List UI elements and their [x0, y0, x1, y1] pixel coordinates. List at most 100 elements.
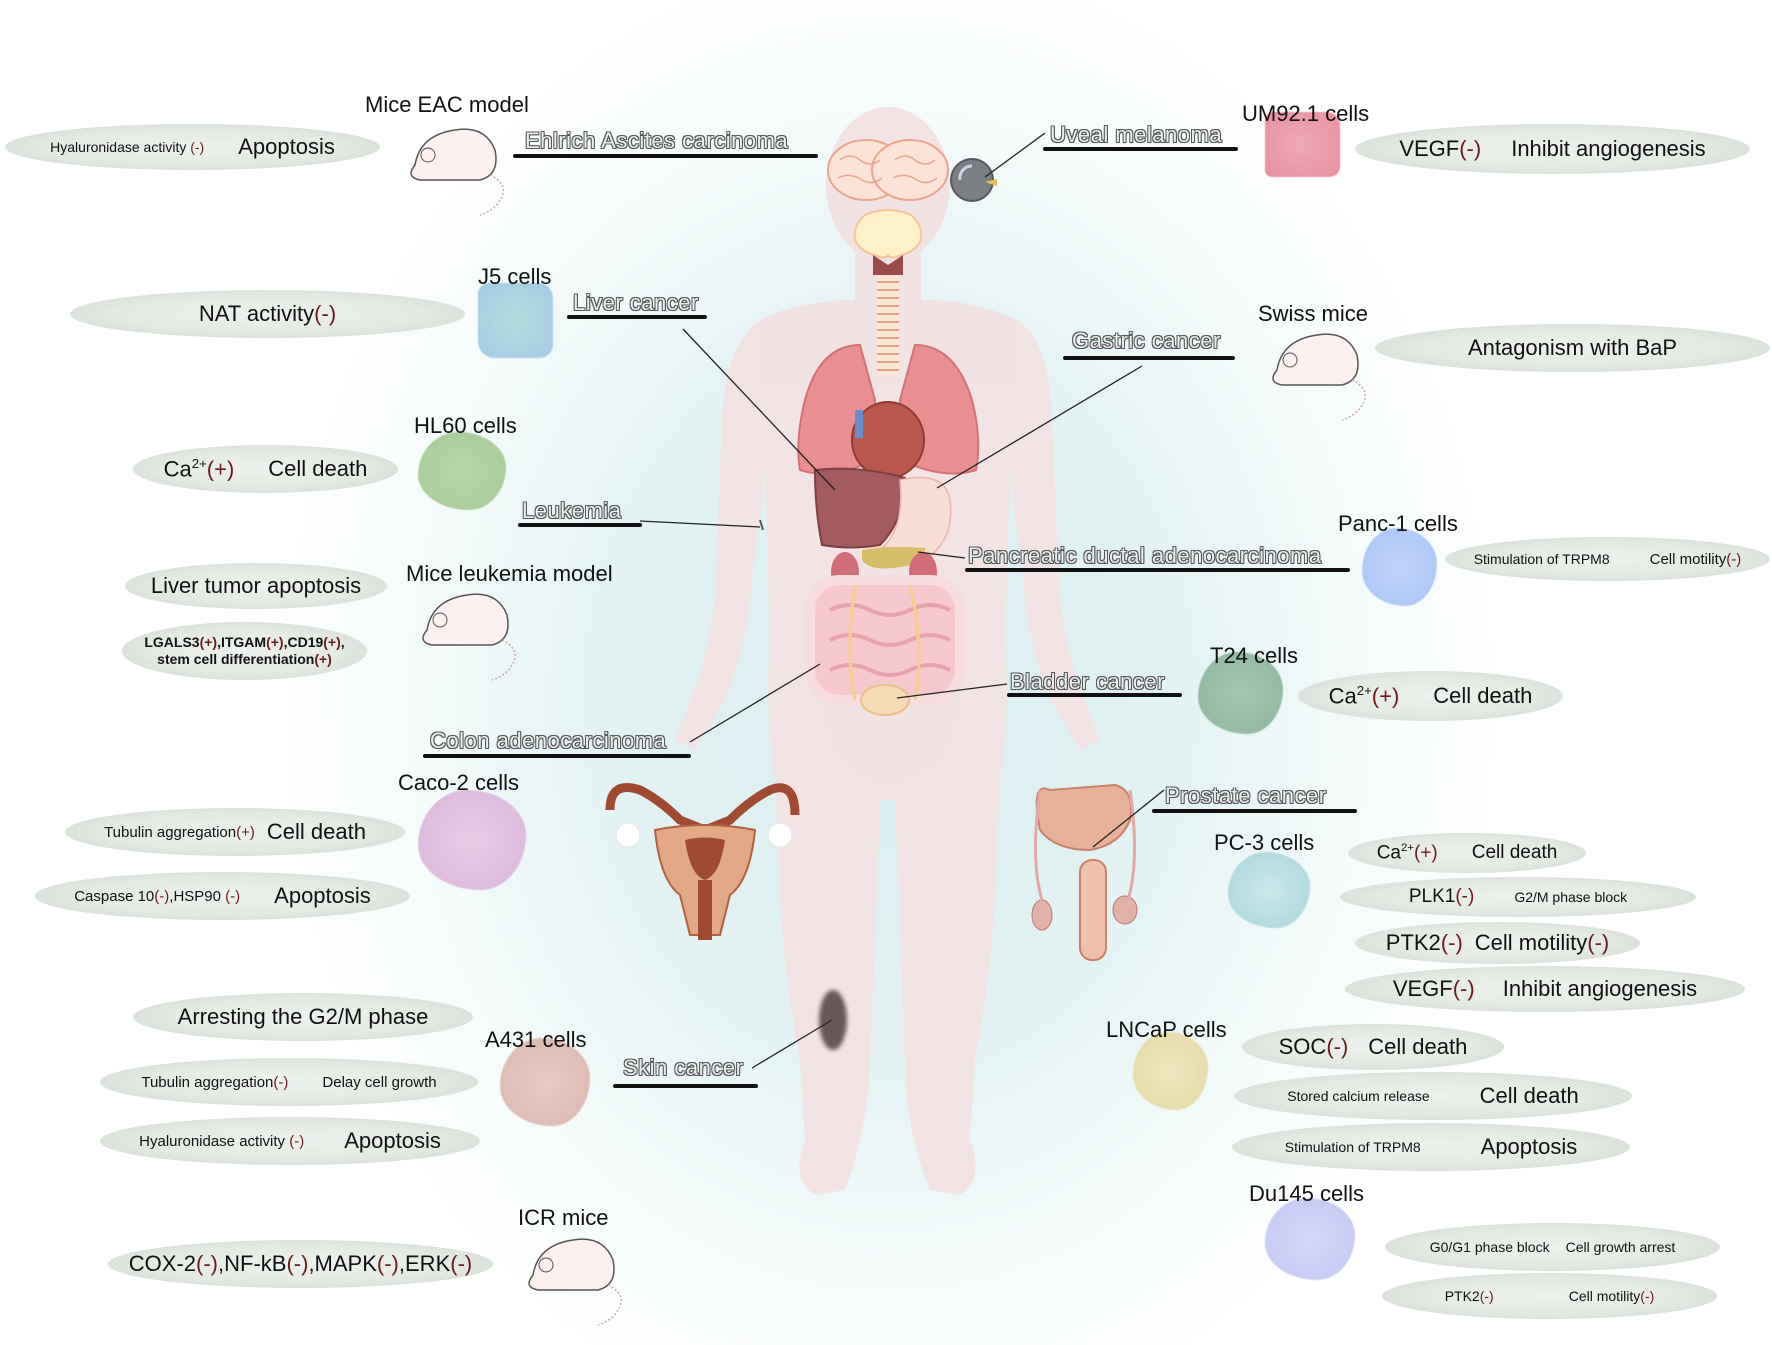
model-label-hl60: HL60 cells — [414, 413, 517, 438]
mouse-icon-icr — [528, 1238, 623, 1326]
thyroid-icon — [853, 209, 923, 259]
effect-pc3-1: Ca2+(+) Cell death — [1348, 833, 1586, 873]
effect-swiss: Antagonism with BaP — [1375, 324, 1770, 372]
cancer-label-colon: Colon adenocarcinoma — [430, 728, 667, 753]
underline-skin — [613, 1084, 758, 1088]
effect-t24: Ca2+(+) Cell death — [1298, 671, 1563, 721]
effect-text: Ca — [1376, 842, 1401, 864]
effect-outcome: Inhibit angiogenesis — [1502, 976, 1698, 1001]
uterus-icon — [605, 783, 800, 940]
underline-liver — [567, 315, 707, 319]
activate-marker: (+) — [323, 633, 341, 650]
underline-bladder — [1007, 693, 1182, 697]
effect-um92: VEGF(-) Inhibit angiogenesis — [1355, 124, 1750, 174]
cancer-label-prostate: Prostate cancer — [1165, 783, 1327, 808]
brain-icon — [827, 139, 949, 201]
effect-text: Ca — [163, 456, 192, 482]
effect-outcome: Apoptosis — [344, 1128, 441, 1153]
cell-um92 — [1265, 112, 1340, 177]
effect-outcome: Cell death — [1471, 842, 1558, 863]
cell-a431 — [500, 1038, 590, 1126]
effect-text: Stimulation of TRPM8 — [1473, 551, 1610, 567]
effect-a431-2: Tubulin aggregation(-) Delay cell growth — [100, 1058, 478, 1106]
effect-text: SOC — [1278, 1034, 1327, 1059]
effect-text: G0/G1 phase block — [1429, 1239, 1550, 1255]
model-label-j5: J5 cells — [478, 264, 552, 289]
model-label-um92: UM92.1 cells — [1242, 101, 1370, 126]
bladder-icon — [860, 684, 910, 716]
model-label-caco2: Caco-2 cells — [398, 770, 520, 795]
model-label-mice-eac: Mice EAC model — [365, 92, 529, 117]
gene-lgals3: LGALS3 — [144, 633, 200, 650]
superscript: 2+ — [1356, 682, 1372, 698]
gene-nfkb: ,NF-kB — [218, 1251, 287, 1276]
inhibit-marker: (-) — [450, 1251, 473, 1276]
effect-lncap-2: Stored calcium release Cell death — [1234, 1072, 1632, 1120]
effect-outcome: Apoptosis — [1480, 1134, 1578, 1159]
effect-text: VEGF — [1399, 136, 1460, 161]
cancer-label-leukemia: Leukemia — [522, 498, 622, 523]
effect-caco2-2: Caspase 10(-),HSP90 (-) Apoptosis — [35, 872, 410, 920]
effect-leukemia-2: LGALS3(+),ITGAM(+),CD19(+), stem cell di… — [122, 622, 367, 680]
effect-outcome: Cell motility — [1474, 930, 1588, 955]
gene-cd19: ,CD19 — [283, 633, 324, 650]
model-label-swiss: Swiss mice — [1258, 301, 1369, 326]
effect-outcome: Cell death — [266, 819, 366, 844]
inhibit-marker: (-) — [1459, 136, 1482, 161]
cell-lncap — [1133, 1032, 1208, 1110]
effect-outcome: Antagonism with BaP — [1467, 335, 1678, 360]
cancer-label-pancreatic: Pancreatic ductal adenocarcinoma — [968, 543, 1322, 568]
effect-lncap-3: Stimulation of TRPM8 Apoptosis — [1232, 1123, 1630, 1171]
effect-outcome: Cell motility — [1568, 1288, 1641, 1304]
cell-t24 — [1198, 652, 1283, 734]
effect-icr: COX-2(-),NF-kB(-),MAPK(-),ERK(-) — [108, 1240, 493, 1288]
cell-j5 — [478, 283, 553, 358]
inhibit-marker: (-) — [1726, 550, 1742, 568]
male-reproductive-icon — [1031, 783, 1138, 961]
effect-lncap-1: SOC(-) Cell death — [1242, 1024, 1504, 1070]
separator: , — [340, 633, 345, 650]
cell-pc3 — [1228, 852, 1310, 928]
liver-icon — [813, 467, 907, 549]
effect-text: PTK2 — [1385, 930, 1441, 955]
inhibit-marker: (-) — [273, 1073, 289, 1091]
effect-text: Caspase 10 — [74, 887, 155, 905]
effect-caco2-1: Tubulin aggregation(+) Cell death — [65, 808, 405, 856]
cancer-label-gastric: Gastric cancer — [1072, 328, 1221, 353]
model-label-t24: T24 cells — [1210, 643, 1299, 668]
effect-pc3-2: PLK1(-) G2/M phase block — [1340, 877, 1696, 917]
inhibit-marker: (-) — [190, 139, 205, 155]
gene-erk: ,ERK — [398, 1251, 451, 1276]
effect-text: Ca — [1328, 683, 1357, 709]
effect-text: Hyaluronidase activity — [139, 1132, 290, 1150]
effect-text: Stimulation of TRPM8 — [1284, 1139, 1421, 1155]
cell-du145 — [1265, 1198, 1355, 1280]
effect-outcome: Liver tumor apoptosis — [150, 573, 362, 598]
inhibit-marker: (-) — [225, 887, 241, 905]
effect-pc3-3: PTK2(-) Cell motility(-) — [1355, 922, 1640, 964]
model-label-pc3: PC-3 cells — [1214, 830, 1315, 855]
model-label-lncap: LNCaP cells — [1106, 1017, 1227, 1042]
blood-cell-mark — [759, 519, 764, 531]
cell-panc1 — [1362, 528, 1437, 606]
cancer-label-bladder: Bladder cancer — [1010, 669, 1165, 694]
effect-j5: NAT activity(-) — [70, 290, 465, 338]
eye-icon — [950, 158, 997, 202]
effect-outcome: Inhibit angiogenesis — [1511, 136, 1706, 161]
effect-text: PLK1 — [1408, 886, 1456, 907]
pancreas-icon — [862, 546, 925, 569]
cell-hl60 — [418, 432, 506, 510]
effect-pc3-4: VEGF(-) Inhibit angiogenesis — [1345, 966, 1745, 1012]
model-label-a431: A431 cells — [485, 1027, 587, 1052]
mouse-icon-leukemia — [422, 593, 517, 681]
effect-text: stem cell differentiation — [157, 651, 315, 667]
effect-eac: Hyaluronidase activity (-) Apoptosis — [5, 124, 380, 170]
inhibit-marker: (-) — [1479, 1288, 1494, 1304]
gene-mapk: ,MAPK — [308, 1251, 377, 1276]
effect-du145-1: G0/G1 phase block Cell growth arrest — [1385, 1223, 1720, 1271]
model-label-panc1: Panc-1 cells — [1338, 511, 1458, 536]
effect-outcome: Cell growth arrest — [1565, 1239, 1676, 1255]
inhibit-marker: (-) — [1440, 930, 1463, 955]
inhibit-marker: (-) — [154, 887, 170, 905]
effect-text: Stored calcium release — [1287, 1088, 1430, 1104]
